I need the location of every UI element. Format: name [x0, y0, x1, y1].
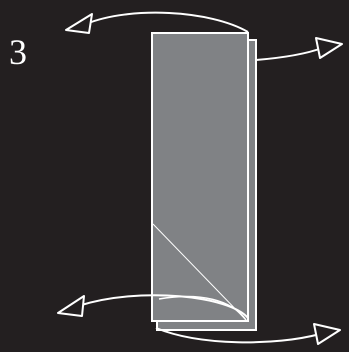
fold-crease-line	[152, 223, 247, 321]
paper-curl	[158, 295, 247, 321]
paper-front-layer	[151, 32, 249, 322]
curved-arrow-icon	[255, 37, 343, 61]
step-number: 3	[9, 32, 27, 72]
curved-arrow-icon	[57, 294, 249, 319]
curved-arrow-icon	[65, 11, 249, 34]
curved-arrow-icon	[155, 323, 341, 345]
